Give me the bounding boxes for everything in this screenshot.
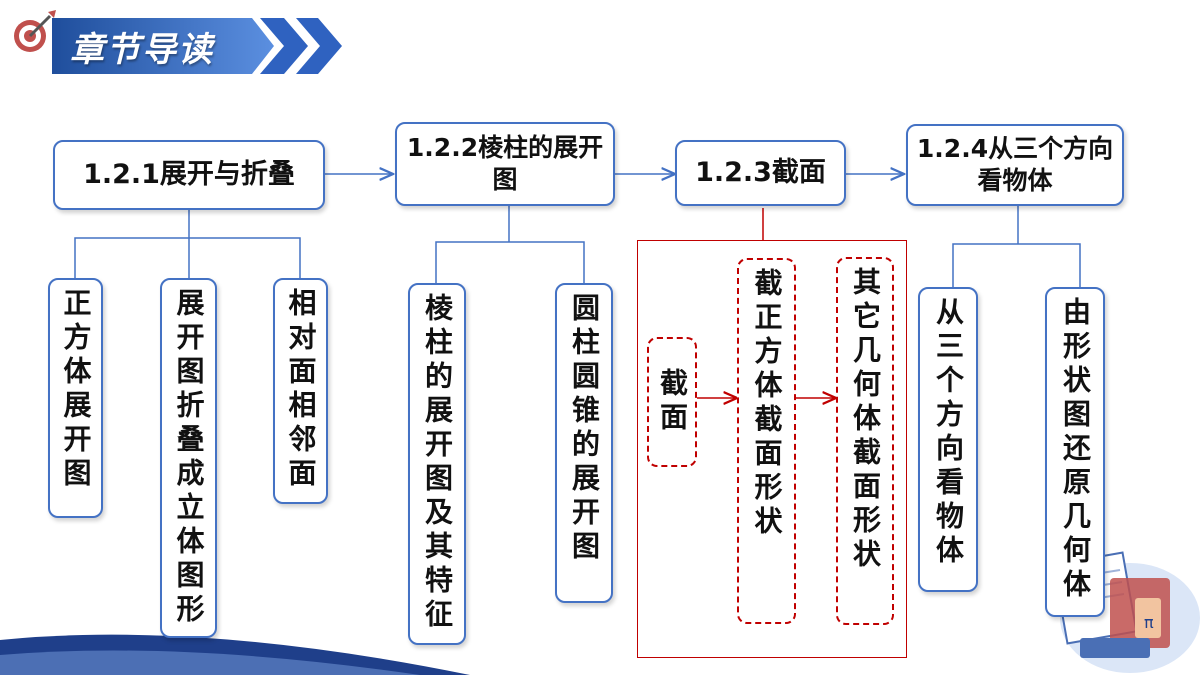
topic-box-1-2-4[interactable]: 1.2.4从三个方向看物体: [906, 124, 1124, 206]
topic-box-1-2-1[interactable]: 1.2.1展开与折叠: [53, 140, 325, 210]
sub-box-opposite-adjacent-faces[interactable]: 相对面相邻面: [273, 278, 328, 504]
sub-box-fold-net[interactable]: 展开图折叠成立体图形: [160, 278, 217, 638]
sub-box-restore-solid[interactable]: 由形状图还原几何体: [1045, 287, 1105, 617]
section-1-2-3-frame: [637, 240, 907, 658]
sub-box-other-solid-sections[interactable]: 其它几何体截面形状: [836, 257, 894, 625]
bottom-wave-decoration: [0, 634, 470, 675]
sub-box-three-views[interactable]: 从三个方向看物体: [918, 287, 978, 592]
sub-box-cube-section-shapes[interactable]: 截正方体截面形状: [737, 258, 796, 624]
sub-box-cube-net[interactable]: 正方体展开图: [48, 278, 103, 518]
page-title: 章节导读: [70, 30, 214, 70]
sub-box-prism-net[interactable]: 棱柱的展开图及其特征: [408, 283, 466, 645]
title-banner: [52, 18, 342, 74]
topic-box-1-2-2[interactable]: 1.2.2棱柱的展开图: [395, 122, 615, 206]
sub-box-cylinder-cone-net[interactable]: 圆柱圆锥的展开图: [555, 283, 613, 603]
svg-text:π: π: [1144, 613, 1154, 632]
sub-box-cross-section[interactable]: 截面: [647, 337, 697, 467]
dart-target-icon: [14, 10, 56, 52]
math-study-illustration: π: [1052, 551, 1200, 673]
topic-box-1-2-3[interactable]: 1.2.3截面: [675, 140, 846, 206]
